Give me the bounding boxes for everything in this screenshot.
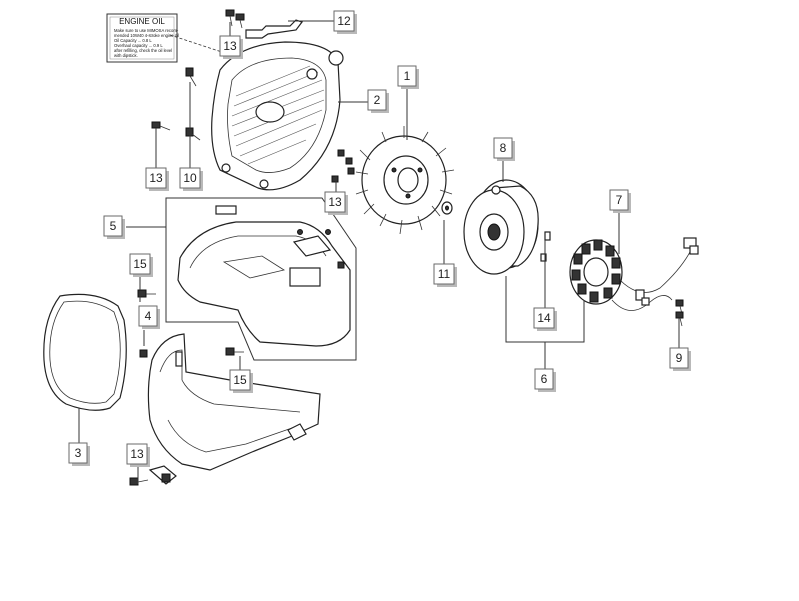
engine-oil-label: ENGINE OIL Make sure to use MIMOSA recom…: [106, 13, 179, 63]
key-part: [540, 231, 551, 262]
lower-shroud-part: [147, 333, 321, 485]
screw-part: [675, 299, 684, 327]
screw-part: [331, 149, 355, 183]
svg-text:12: 12: [337, 14, 351, 28]
cooling-fan-part: [355, 126, 455, 235]
svg-text:6: 6: [541, 372, 548, 386]
seal-gasket-part: [43, 293, 127, 411]
oil-label-title: ENGINE OIL: [119, 17, 165, 26]
callout-9: 9: [669, 347, 691, 371]
oil-label-line: after refilling, check the oil level: [114, 48, 172, 53]
callout-15: 15: [229, 369, 253, 393]
callout-7: 7: [609, 189, 631, 213]
svg-text:4: 4: [145, 309, 152, 323]
svg-text:1: 1: [404, 69, 411, 83]
oil-label-line: Oil Capacity ... 0.8 L: [114, 38, 152, 43]
screw-part: [151, 67, 201, 141]
callout-5: 5: [103, 215, 125, 239]
callout-13: 13: [145, 167, 169, 191]
leader-lines: [78, 20, 680, 484]
callout-4: 4: [138, 305, 160, 329]
callout-8: 8: [493, 137, 515, 161]
flywheel-rotor-part: [463, 179, 539, 275]
oil-label-line: mended 10W40 4-stroke engine oil: [114, 33, 179, 38]
oil-label-line: Overhaul capacity ... 0.9 L: [114, 43, 163, 48]
upper-shroud-part: [177, 205, 351, 347]
callout-10: 10: [179, 167, 203, 191]
callout-15: 15: [129, 253, 153, 277]
callout-3: 3: [68, 442, 90, 466]
screw-part: [225, 9, 245, 29]
svg-text:10: 10: [183, 171, 197, 185]
svg-text:15: 15: [233, 373, 247, 387]
screw-part: [129, 289, 244, 486]
callout-13: 13: [219, 35, 243, 59]
svg-text:2: 2: [374, 93, 381, 107]
svg-text:13: 13: [328, 195, 342, 209]
bracket-part: [245, 19, 303, 39]
callout-6: 6: [534, 368, 556, 392]
svg-text:15: 15: [133, 257, 147, 271]
stator-part: [569, 237, 699, 311]
svg-text:14: 14: [537, 311, 551, 325]
fan-cover-part: [211, 41, 344, 191]
callout-13: 13: [324, 191, 348, 215]
oil-label-line: Make sure to use MIMOSA recom-: [114, 28, 179, 33]
svg-text:5: 5: [110, 219, 117, 233]
callout-14: 14: [533, 307, 557, 331]
washer-part: [441, 201, 453, 215]
callout-11: 11: [433, 263, 457, 287]
oil-label-line: with dipstick.: [114, 53, 138, 58]
svg-text:11: 11: [438, 267, 451, 281]
callout-2: 2: [367, 89, 389, 113]
callout-1: 1: [397, 65, 419, 89]
svg-text:3: 3: [75, 446, 82, 460]
svg-text:7: 7: [616, 193, 623, 207]
svg-text:13: 13: [149, 171, 163, 185]
svg-text:13: 13: [130, 447, 144, 461]
svg-text:8: 8: [500, 141, 507, 155]
callout-13: 13: [126, 443, 150, 467]
oil-label-arrow: [169, 34, 229, 55]
svg-text:13: 13: [223, 39, 237, 53]
svg-text:9: 9: [676, 351, 683, 365]
callout-12: 12: [333, 10, 357, 34]
